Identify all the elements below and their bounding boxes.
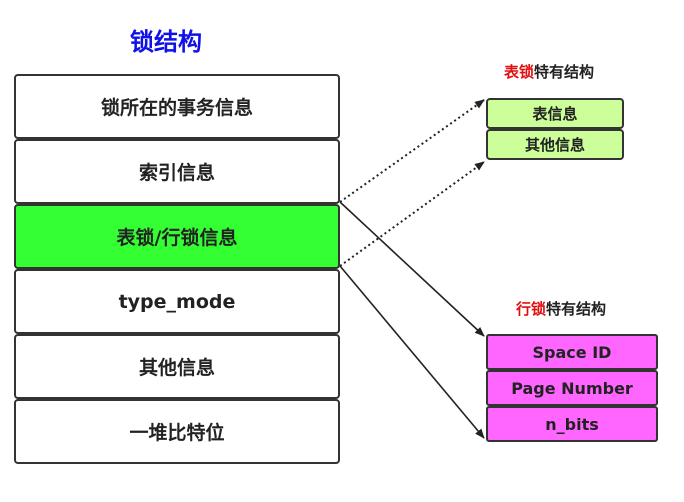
- row-type-mode: type_mode: [14, 269, 340, 334]
- row-transaction-info: 锁所在的事务信息: [14, 74, 340, 139]
- solid-arrow-to-n-bits: [339, 265, 485, 439]
- dotted-arrow-to-table-other-info: [339, 161, 485, 267]
- diagram-title: 锁结构: [130, 28, 202, 56]
- lock-structure-stack: 锁所在的事务信息 索引信息 表锁/行锁信息 type_mode 其他信息 一堆比…: [14, 74, 340, 464]
- row-lock-item-n-bits: n_bits: [486, 406, 658, 442]
- row-index-info: 索引信息: [14, 139, 340, 204]
- row-lock-caption: 行锁特有结构: [516, 300, 607, 318]
- row-lock-item-page-number: Page Number: [486, 370, 658, 406]
- row-table-row-lock-info: 表锁/行锁信息: [14, 204, 340, 269]
- solid-arrow-to-space-id: [339, 201, 485, 337]
- table-lock-caption: 表锁特有结构: [504, 63, 595, 81]
- table-lock-item-other-info: 其他信息: [486, 129, 624, 160]
- table-lock-item-table-info: 表信息: [486, 98, 624, 129]
- row-other-info: 其他信息: [14, 334, 340, 399]
- row-lock-item-space-id: Space ID: [486, 334, 658, 370]
- dotted-arrow-to-table-info: [339, 99, 485, 203]
- row-bits: 一堆比特位: [14, 399, 340, 464]
